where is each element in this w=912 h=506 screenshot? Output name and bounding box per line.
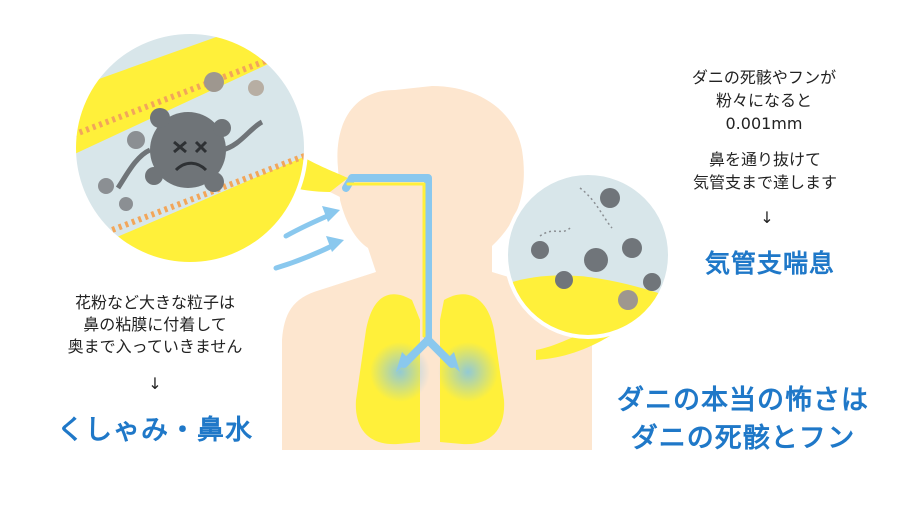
- mite-line-2: 粉々になると: [715, 91, 812, 110]
- pollen-result: くしゃみ・鼻水: [57, 415, 253, 446]
- mite-line-1: ダニの死骸やフンが: [691, 68, 837, 87]
- mite-arrow: ↓: [760, 208, 774, 227]
- main-message-line-2: ダニの死骸とフン: [630, 423, 856, 454]
- mite-line-3: 0.001mm: [725, 114, 803, 133]
- airflow-arrow-icon: [273, 206, 344, 271]
- pollen-line-2: 鼻の粘膜に付着して: [83, 315, 227, 334]
- pollen-line-3: 奥まで入っていきません: [67, 337, 243, 356]
- pollen-line-1: 花粉など大きな粒子は: [74, 293, 235, 312]
- airway: [342, 174, 460, 372]
- mite-line-4: 鼻を通り抜けて: [708, 150, 821, 169]
- dust-mite-icon: [531, 188, 661, 310]
- pollen-explanation: 花粉など大きな粒子は 鼻の粘膜に付着して 奥まで入っていきません: [30, 292, 280, 358]
- mite-line-5: 気管支まで達します: [692, 173, 837, 192]
- mite-explanation-size: ダニの死骸やフンが 粉々になると 0.001mm: [644, 66, 884, 135]
- mite-result: 気管支喘息: [704, 249, 835, 278]
- pollen-arrow: ↓: [148, 374, 162, 393]
- mite-explanation-path: 鼻を通り抜けて 気管支まで達します: [650, 148, 880, 194]
- main-message: ダニの本当の怖さは ダニの死骸とフン: [588, 382, 898, 458]
- main-message-line-1: ダニの本当の怖さは: [617, 385, 869, 416]
- dust-mite-icon: [98, 72, 264, 211]
- pollen-particle-icon: [115, 108, 264, 192]
